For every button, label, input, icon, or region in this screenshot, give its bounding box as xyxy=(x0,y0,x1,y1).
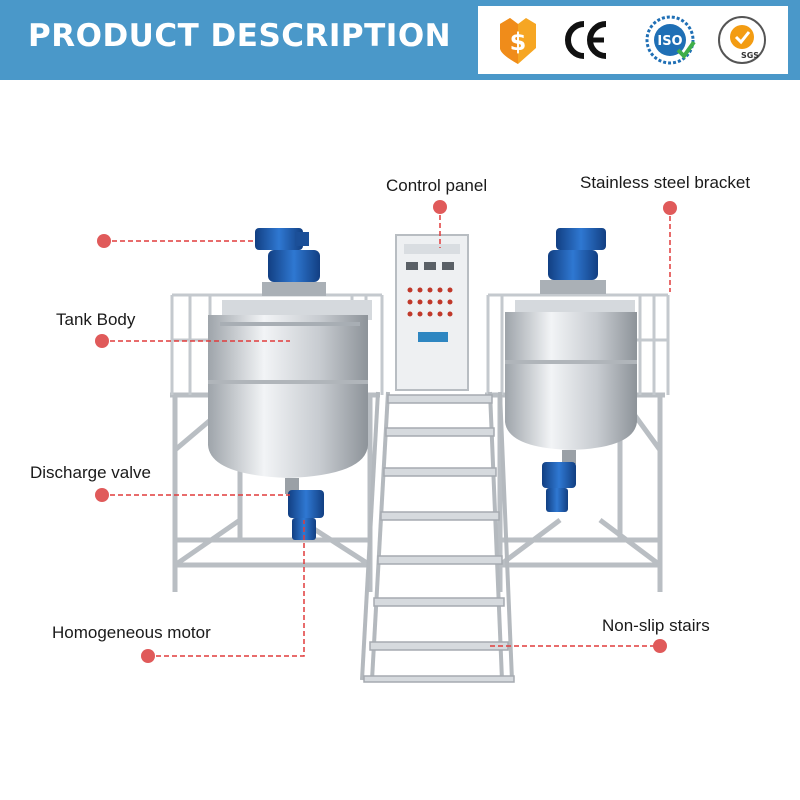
non-slip-stairs xyxy=(360,391,514,681)
stair-treads xyxy=(363,394,515,683)
right-top-motor xyxy=(540,228,606,294)
sgs-text: SGS xyxy=(741,51,759,60)
iso-badge-icon: ISO xyxy=(645,15,696,65)
right-tank-body xyxy=(505,300,637,450)
label-tank-body: Tank Body xyxy=(56,310,136,329)
label-homogeneous-motor: Homogeneous motor xyxy=(52,623,211,642)
leader-lines xyxy=(102,207,671,657)
marker-non-slip-stairs xyxy=(653,639,667,653)
page-title: PRODUCT DESCRIPTION xyxy=(28,18,452,54)
certification-strip: $ ISO SGS xyxy=(478,6,788,74)
marker-control-panel xyxy=(433,200,447,214)
marker-stainless-bracket xyxy=(663,201,677,215)
label-control-panel: Control panel xyxy=(386,176,488,195)
sgs-badge-icon: SGS xyxy=(718,16,766,64)
right-railing xyxy=(486,293,670,395)
marker-top-motor xyxy=(97,234,111,248)
dollar-shield-icon: $ xyxy=(500,18,536,64)
label-non-slip-stairs: Non-slip stairs xyxy=(602,616,710,635)
ce-mark-icon xyxy=(565,21,607,59)
label-discharge-valve: Discharge valve xyxy=(30,463,151,482)
right-bottom-motor xyxy=(542,450,576,512)
label-stainless-bracket: Stainless steel bracket xyxy=(580,173,751,192)
marker-homogeneous-motor xyxy=(141,649,155,663)
control-panel-cabinet xyxy=(395,234,469,391)
marker-tank-body xyxy=(95,334,109,348)
header-banner: PRODUCT DESCRIPTION $ ISO SGS xyxy=(0,0,800,80)
label-markers xyxy=(95,200,677,663)
left-tank-body xyxy=(208,300,372,478)
svg-text:$: $ xyxy=(510,28,527,56)
marker-discharge-valve xyxy=(95,488,109,502)
left-top-motor xyxy=(255,228,326,296)
iso-text: ISO xyxy=(657,34,682,49)
